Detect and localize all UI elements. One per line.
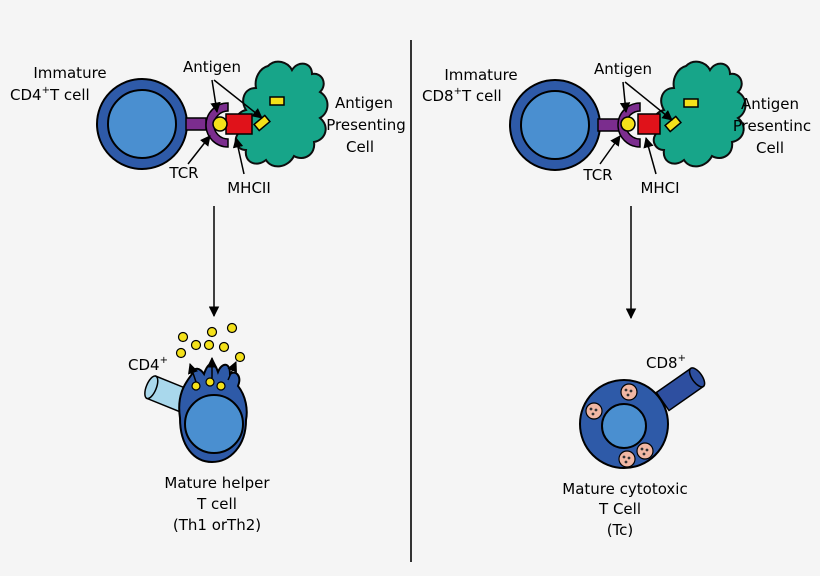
- left-apc-label-1: Antigen: [335, 94, 393, 112]
- left-tcr-pointer: [187, 135, 211, 165]
- left-mature-label-1: Mature helper: [164, 474, 270, 492]
- right-antigen-presenting-cell: [652, 60, 747, 168]
- left-mature-label-3: (Th1 orTh2): [173, 516, 261, 534]
- right-mhc: [637, 113, 661, 135]
- right-apc-label-1: Antigen: [741, 95, 799, 113]
- left-antigen-label: Antigen: [183, 58, 241, 76]
- granule: [636, 442, 654, 460]
- granule: [620, 383, 638, 401]
- left-antigen-presenting-cell: [234, 60, 329, 168]
- left-cytokine-arrow-3: [227, 361, 237, 381]
- right-antigen-pointer-2: [624, 81, 673, 121]
- right-presented-antigen: [620, 116, 636, 132]
- left-tcr-stalk: [185, 117, 207, 131]
- granule: [618, 450, 636, 468]
- right-immature-tcell-nucleus: [520, 90, 590, 160]
- left-panel-cd4: Immature CD4+T cell Antigen Antigen Pres…: [10, 58, 406, 534]
- right-tcr-label: TCR: [582, 166, 612, 184]
- right-mature-label-1: Mature cytotoxic: [562, 480, 687, 498]
- left-antigen-pointer-1: [210, 79, 221, 114]
- right-antigen-pointer-1: [619, 81, 631, 114]
- right-apc-antigen-1: [683, 98, 699, 108]
- left-mhc-label: MHCII: [227, 179, 271, 197]
- left-tcr-label: TCR: [168, 164, 198, 182]
- right-mature-tcell-nucleus: [601, 403, 647, 449]
- left-mature-tcell-nucleus: [184, 394, 244, 454]
- right-mhc-pointer: [643, 136, 657, 175]
- granule: [585, 402, 603, 420]
- right-immature-label-1: Immature: [444, 66, 517, 84]
- left-cytokines: [175, 322, 246, 391]
- left-apc-antigen-1: [269, 96, 285, 106]
- left-mhc: [225, 113, 253, 135]
- left-immature-label-2: CD4+T cell: [10, 85, 90, 104]
- left-mature-label-2: T cell: [196, 495, 237, 513]
- right-panel-cd8: Immature CD8+T cell Antigen Antigen Pres…: [422, 60, 811, 539]
- right-apc-antigen-2: [664, 115, 682, 133]
- right-mhc-label: MHCI: [640, 179, 679, 197]
- left-presented-antigen: [212, 116, 228, 132]
- left-marker-label: CD4+: [128, 355, 168, 374]
- right-cytotoxic-granules: [585, 383, 654, 468]
- left-antigen-pointer-2: [213, 79, 263, 119]
- right-marker-label: CD8+: [646, 353, 686, 372]
- left-tcr: [205, 102, 229, 148]
- left-immature-tcell-nucleus: [107, 89, 177, 159]
- left-apc-antigen-2: [253, 114, 271, 132]
- left-apc-label-3: Cell: [346, 138, 374, 156]
- left-cytokine-arrow-1: [188, 363, 198, 383]
- right-apc-label-2: Presentinc: [733, 117, 811, 135]
- left-apc-label-2: Presenting: [326, 116, 405, 134]
- right-tcr-pointer: [599, 135, 621, 165]
- right-tcr-stalk: [597, 118, 621, 132]
- right-apc-label-3: Cell: [756, 139, 784, 157]
- left-immature-label-1: Immature: [33, 64, 106, 82]
- right-mature-label-3: (Tc): [607, 521, 634, 539]
- right-immature-label-2: CD8+T cell: [422, 86, 502, 105]
- left-mhc-pointer: [232, 136, 245, 175]
- right-mature-label-2: T Cell: [598, 500, 641, 518]
- right-antigen-label: Antigen: [594, 60, 652, 78]
